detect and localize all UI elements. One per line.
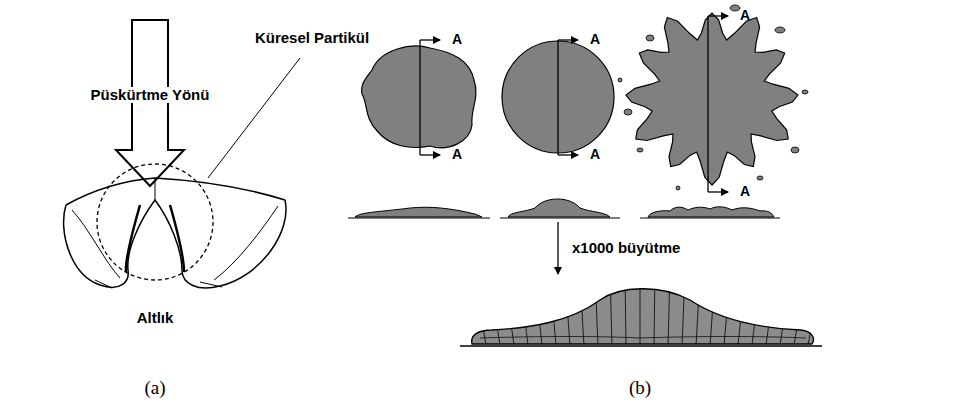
columnar-grains — [477, 280, 818, 345]
section-mark: A — [740, 8, 750, 23]
section-mark: A — [452, 32, 462, 47]
grain-line — [654, 280, 656, 345]
section-mark: A — [590, 32, 600, 47]
panel-caption: (a) — [144, 378, 165, 399]
irregular-splat — [362, 46, 476, 148]
text-label: Küresel Partikül — [255, 30, 369, 47]
grain-line — [710, 280, 714, 345]
section-mark: A — [590, 147, 600, 162]
droplet — [618, 78, 622, 82]
droplet — [624, 109, 632, 115]
grain-line — [780, 280, 788, 345]
satellite-droplets — [618, 5, 808, 190]
section-line — [420, 16, 728, 192]
splat-outline — [64, 178, 286, 288]
grain-line — [808, 280, 818, 345]
grain-line — [738, 280, 744, 345]
droplet — [791, 147, 799, 153]
grain-line — [625, 280, 627, 345]
grain-line — [521, 280, 528, 345]
grain-line — [610, 280, 612, 345]
droplet — [775, 27, 785, 33]
droplet — [646, 35, 654, 41]
splash-splat — [626, 13, 798, 185]
droplet — [637, 148, 643, 152]
panel-caption: (b) — [629, 378, 651, 399]
enlarged-splat — [472, 289, 814, 344]
grain-line — [752, 280, 759, 345]
text-label: x1000 büyütme — [572, 240, 680, 257]
text-label: Püskürtme Yönü — [89, 87, 212, 104]
droplet — [730, 5, 740, 11]
text-label: Altlık — [137, 310, 174, 327]
section-mark: A — [452, 147, 462, 162]
droplet — [757, 176, 763, 180]
grain-line — [566, 280, 570, 345]
grain-line — [668, 280, 670, 345]
magnify-arrow — [557, 222, 558, 274]
grain-line — [581, 280, 584, 345]
grain-line — [536, 280, 542, 345]
grain-line — [595, 280, 598, 345]
section-mark: A — [740, 184, 750, 199]
grain-line — [724, 280, 729, 345]
grain-line — [492, 280, 500, 345]
grain-line — [551, 280, 556, 345]
grain-line — [696, 280, 699, 345]
droplet — [676, 186, 680, 190]
grain-line — [506, 280, 514, 345]
substrate-line — [460, 345, 822, 347]
lamella-boundary — [480, 337, 806, 339]
grain-line — [682, 280, 685, 345]
leader-line — [208, 58, 300, 178]
grain-line — [640, 280, 641, 345]
droplet — [802, 90, 808, 94]
grain-line — [766, 280, 774, 345]
grain-line — [477, 280, 486, 345]
grain-line — [794, 280, 803, 345]
cross-section — [348, 199, 780, 218]
